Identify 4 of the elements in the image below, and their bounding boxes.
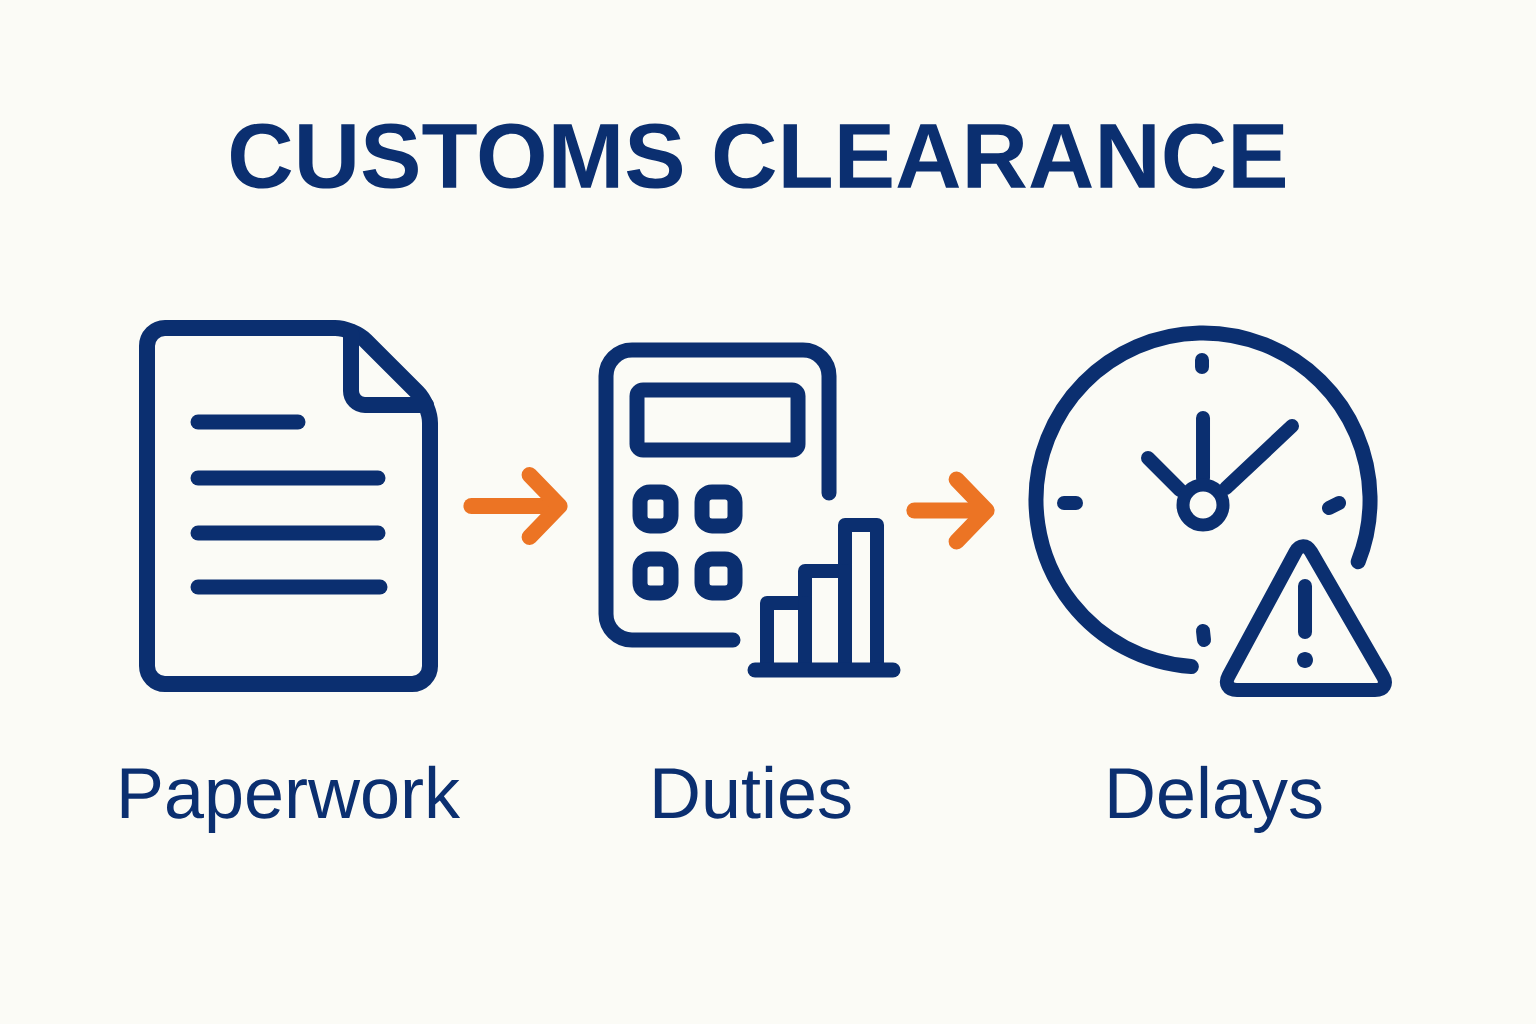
step-label: Delays [1109,765,1322,833]
step-label: Paperwork [121,765,461,833]
title: CUSTOMS CLEARANCE [231,123,1285,189]
step-label: Duties [654,765,851,819]
